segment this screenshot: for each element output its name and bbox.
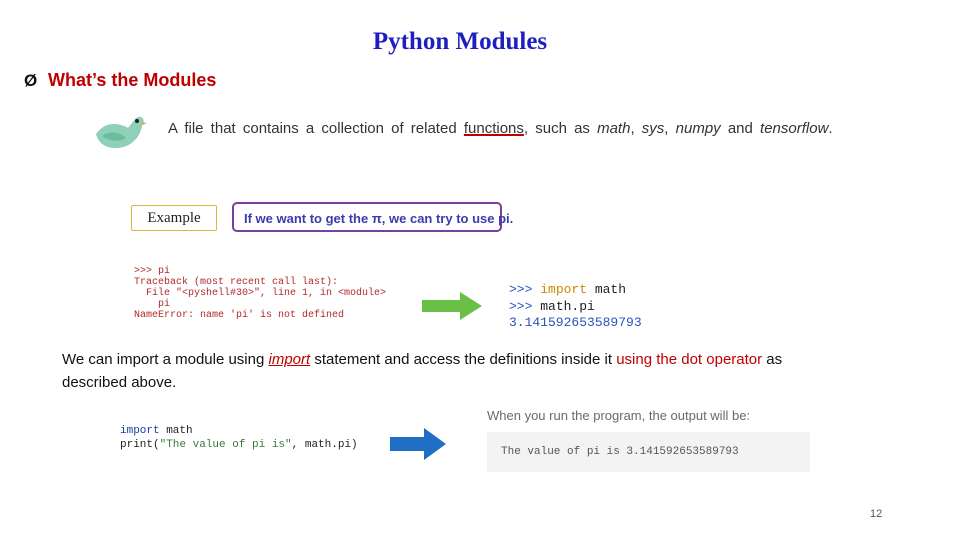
code-line: print("The value of pi is", math.pi) (120, 439, 358, 451)
error-line: Traceback (most recent call last): (134, 277, 339, 288)
error-line: File "<pyshell#30>", line 1, in <module> (134, 288, 387, 299)
output-label: When you run the program, the output wil… (487, 408, 751, 423)
example-label: Example (131, 205, 217, 231)
repl-line-import: >>> import math (509, 282, 627, 297)
output-panel (487, 432, 810, 472)
output-text: The value of pi is 3.141592653589793 (501, 446, 739, 458)
error-line: pi (134, 299, 171, 310)
page-number: 12 (870, 508, 883, 520)
page-title: Python Modules (372, 28, 548, 55)
green-arrow-icon (422, 292, 482, 320)
bird-icon (96, 116, 147, 148)
code-line: import math (120, 425, 193, 437)
bullet-heading: What’s the Modules (48, 70, 217, 90)
bullet-arrow-icon: Ø (24, 71, 38, 90)
repl-result: 3.141592653589793 (509, 315, 642, 330)
program-code: import math print("The value of pi is", m… (120, 424, 358, 452)
error-line: NameError: name 'pi' is not defined (134, 310, 345, 321)
import-explanation: We can import a module using import stat… (62, 351, 783, 391)
repl-line-pi: >>> math.pi (509, 298, 595, 314)
import-keyword: import (268, 351, 311, 368)
error-line: >>> pi (134, 266, 171, 277)
dot-operator-phrase: using the dot operator (616, 351, 763, 368)
blue-arrow-icon (390, 428, 446, 460)
example-hint: If we want to get the π, we can try to u… (232, 202, 513, 232)
functions-word: functions (463, 120, 524, 137)
module-description: A file that contains a collection of rel… (168, 120, 833, 137)
bullet-heading-row: Ø What’s the Modules (24, 70, 216, 91)
